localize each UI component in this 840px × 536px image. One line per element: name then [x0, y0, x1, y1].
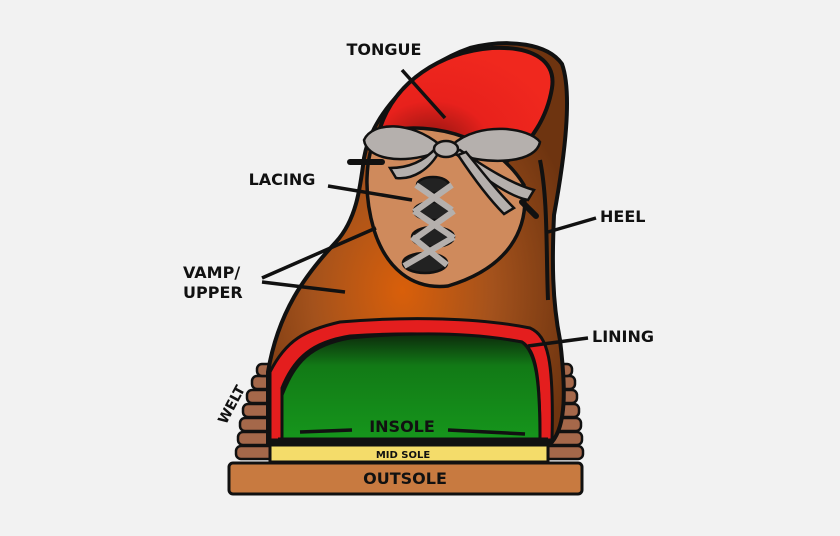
- insole-shape: [280, 332, 542, 442]
- leader-vamp-a: [261, 226, 377, 280]
- label-vamp: VAMP/: [183, 263, 240, 282]
- label-lining: LINING: [592, 327, 654, 346]
- lace-tip-right: [519, 199, 539, 219]
- leader-lines: [261, 68, 597, 436]
- leader-tongue: [400, 68, 447, 120]
- label-insole: INSOLE: [369, 417, 435, 436]
- lace-bow-shape: [362, 125, 542, 216]
- leader-lining: [527, 336, 589, 348]
- midsole-shape: [268, 443, 550, 464]
- label-mid-sole: MID SOLE: [376, 450, 431, 461]
- leader-insole-right: [447, 428, 526, 436]
- leader-insole-left: [299, 428, 353, 434]
- leader-vamp-b: [261, 280, 346, 294]
- lacing-shape: [401, 175, 456, 275]
- label-lacing: LACING: [249, 170, 316, 189]
- label-outsole: OUTSOLE: [363, 469, 447, 488]
- leader-lacing: [327, 184, 413, 202]
- leader-heel: [547, 216, 597, 234]
- label-tongue: TONGUE: [347, 40, 422, 59]
- heel-shape: [538, 159, 550, 301]
- label-upper: UPPER: [183, 283, 243, 302]
- label-heel: HEEL: [600, 207, 645, 226]
